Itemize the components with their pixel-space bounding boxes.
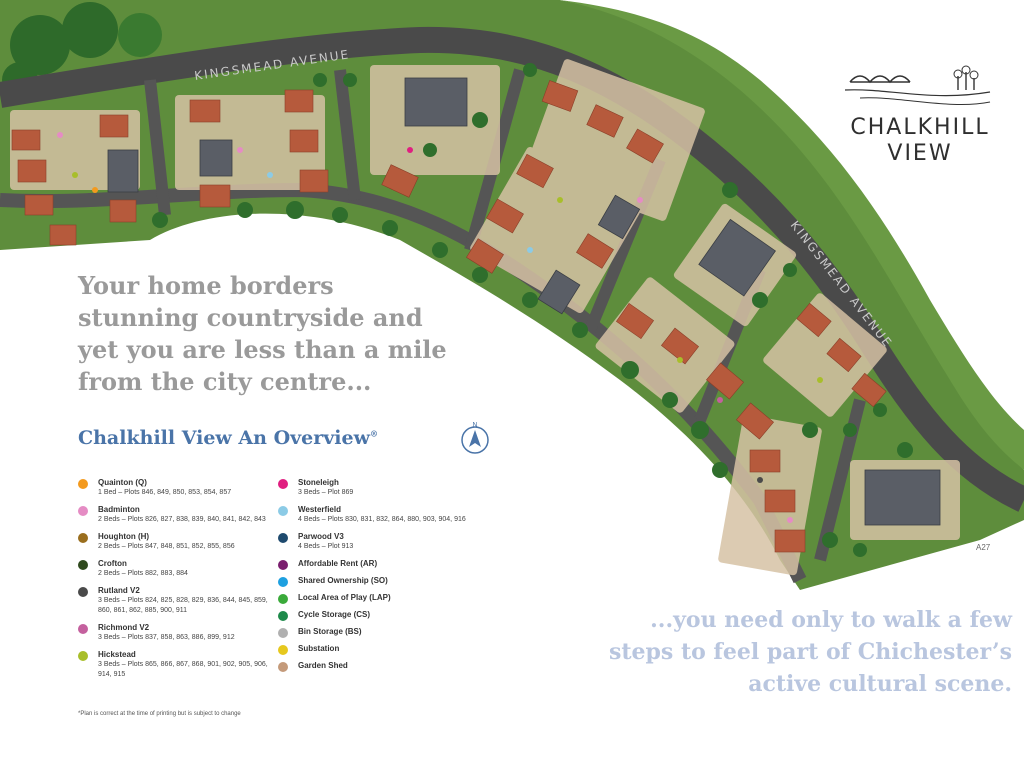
legend-item-desc: 4 Beds – Plot 913	[298, 543, 354, 550]
legend-item: Quainton (Q) 1 Bed – Plots 846, 849, 850,…	[78, 477, 278, 498]
legend-color-dot-icon	[278, 506, 288, 516]
legend-item-desc: 2 Beds – Plots 826, 827, 838, 839, 840, …	[98, 516, 266, 523]
legend-item-name: Local Area of Play (LAP)	[298, 593, 391, 602]
legend-color-dot-icon	[278, 479, 288, 489]
legend-color-dot-icon	[78, 587, 88, 597]
legend-item-name: Affordable Rent (AR)	[298, 559, 378, 568]
legend-item-desc: 4 Beds – Plots 830, 831, 832, 864, 880, …	[298, 516, 466, 523]
tagline: Your home borders stunning countryside a…	[78, 270, 498, 398]
a27-label: A27	[976, 543, 991, 552]
legend-color-dot-icon	[78, 651, 88, 661]
legend-item-name: Westerfield	[298, 505, 341, 514]
legend-color-dot-icon	[78, 479, 88, 489]
legend-color-dot-icon	[278, 611, 288, 621]
tagline-line-2: stunning countryside and	[78, 303, 423, 332]
bottom-text-line-1: ...you need only to walk a few	[650, 607, 1012, 633]
compass-label: N	[472, 422, 477, 429]
legend-item: Hickstead 3 Beds – Plots 865, 866, 867, 8…	[78, 649, 278, 680]
legend-item-name: Garden Shed	[298, 661, 348, 670]
legend-item-name: Bin Storage (BS)	[298, 627, 362, 636]
legend-item-name: Rutland V2	[98, 586, 140, 595]
legend-item: Westerfield 4 Beds – Plots 830, 831, 832,…	[278, 504, 478, 525]
legend-color-dot-icon	[78, 560, 88, 570]
legend-item-name: Badminton	[98, 505, 140, 514]
legend-item: Parwood V3 4 Beds – Plot 913	[278, 531, 478, 552]
legend-item-name: Cycle Storage (CS)	[298, 610, 371, 619]
legend-color-dot-icon	[278, 628, 288, 638]
overview-title-text: Chalkhill View An Overview	[78, 427, 370, 449]
bottom-text-line-2: steps to feel part of Chichester’s	[608, 639, 1012, 665]
legend-item: Rutland V2 3 Beds – Plots 824, 825, 828, …	[78, 585, 278, 616]
legend-color-dot-icon	[278, 594, 288, 604]
legend-left: Quainton (Q) 1 Bed – Plots 846, 849, 850,…	[78, 477, 278, 686]
legend-item: Stoneleigh 3 Beds – Plot 869	[278, 477, 478, 498]
legend-item: Badminton 2 Beds – Plots 826, 827, 838, 8…	[78, 504, 278, 525]
legend-item: Affordable Rent (AR)	[278, 558, 478, 570]
legend-item-desc: 2 Beds – Plots 882, 883, 884	[98, 570, 188, 577]
legend-item-name: Hickstead	[98, 650, 136, 659]
legend-item: Local Area of Play (LAP)	[278, 592, 478, 604]
legend-item-name: Stoneleigh	[298, 478, 339, 487]
legend-item: Shared Ownership (SO)	[278, 575, 478, 587]
overview-title-mark: ®	[369, 428, 378, 439]
legend-color-dot-icon	[78, 533, 88, 543]
legend-color-dot-icon	[278, 662, 288, 672]
footnote: *Plan is correct at the time of printing…	[78, 711, 241, 717]
legend-item-name: Crofton	[98, 559, 127, 568]
legend-item-name: Richmond V2	[98, 623, 150, 632]
legend-item: Crofton 2 Beds – Plots 882, 883, 884	[78, 558, 278, 579]
bottom-text: ...you need only to walk a few steps to …	[600, 604, 1012, 700]
bottom-text-line-3: active cultural scene.	[748, 671, 1012, 697]
logo-line1: CHALKHILL	[850, 115, 990, 140]
legend-item-name: Quainton (Q)	[98, 478, 147, 487]
legend-item: Cycle Storage (CS)	[278, 609, 478, 621]
legend-item-desc: 3 Beds – Plots 824, 825, 828, 829, 836, …	[98, 597, 268, 614]
tagline-line-4: from the city centre...	[78, 367, 372, 396]
legend-item: Bin Storage (BS)	[278, 626, 478, 638]
tagline-line-1: Your home borders	[78, 271, 334, 300]
legend-item-name: Shared Ownership (SO)	[298, 576, 388, 585]
overview-title: Chalkhill View An Overview®	[78, 427, 378, 449]
legend-color-dot-icon	[278, 577, 288, 587]
tagline-line-3: yet you are less than a mile	[78, 335, 447, 364]
legend-item-name: Parwood V3	[298, 532, 344, 541]
legend-color-dot-icon	[278, 533, 288, 543]
north-compass-icon: N	[461, 422, 489, 454]
legend-item: Garden Shed	[278, 660, 478, 672]
legend-item-desc: 2 Beds – Plots 847, 848, 851, 852, 855, …	[98, 543, 235, 550]
legend-item-desc: 1 Bed – Plots 846, 849, 850, 853, 854, 8…	[98, 489, 232, 496]
legend-item-name: Substation	[298, 644, 340, 653]
legend-color-dot-icon	[78, 506, 88, 516]
legend-color-dot-icon	[278, 645, 288, 655]
logo-line2: VIEW	[887, 141, 953, 166]
legend-item-desc: 3 Beds – Plots 837, 858, 863, 886, 899, …	[98, 634, 235, 641]
legend-item-desc: 3 Beds – Plot 869	[298, 489, 354, 496]
legend-color-dot-icon	[278, 560, 288, 570]
legend-item: Substation	[278, 643, 478, 655]
legend-color-dot-icon	[78, 624, 88, 634]
legend-item-name: Houghton (H)	[98, 532, 150, 541]
legend-item: Richmond V2 3 Beds – Plots 837, 858, 863,…	[78, 622, 278, 643]
logo-emblem-icon	[844, 65, 991, 105]
legend-item: Houghton (H) 2 Beds – Plots 847, 848, 851…	[78, 531, 278, 552]
chalkhill-view-logo: CHALKHILL VIEW	[830, 62, 1010, 167]
legend-item-desc: 3 Beds – Plots 865, 866, 867, 868, 901, …	[98, 661, 268, 678]
